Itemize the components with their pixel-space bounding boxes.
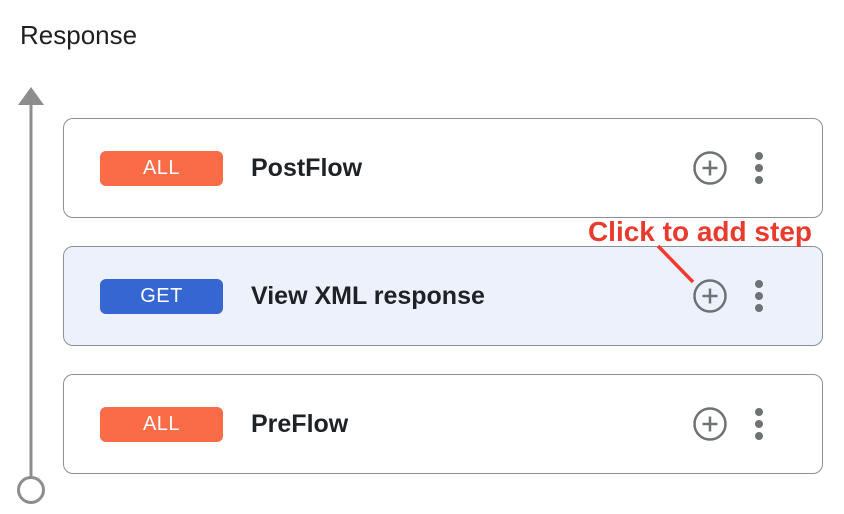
flow-card-label: PreFlow: [251, 409, 349, 438]
flow-menu-button[interactable]: [744, 274, 774, 318]
arrow-head-icon: [18, 87, 44, 105]
response-flow-list: ALL PostFlow GET View XML response: [63, 118, 823, 502]
add-step-button[interactable]: [692, 278, 728, 314]
page-title: Response: [20, 20, 138, 50]
annotation-click-to-add-step: Click to add step: [587, 216, 812, 247]
kebab-menu-icon: [755, 280, 763, 288]
plus-circle-icon: [693, 151, 727, 185]
method-badge: ALL: [100, 150, 223, 186]
plus-circle-icon: [693, 407, 727, 441]
flow-card-view-xml-response[interactable]: GET View XML response: [63, 246, 823, 346]
flow-card-label: View XML response: [251, 281, 485, 310]
kebab-menu-icon: [755, 152, 763, 160]
flow-menu-button[interactable]: [744, 402, 774, 446]
method-badge: GET: [100, 278, 223, 314]
flow-card-label: PostFlow: [251, 153, 363, 182]
add-step-button[interactable]: [692, 150, 728, 186]
flow-direction-arrow: [17, 87, 45, 504]
add-step-button[interactable]: [692, 406, 728, 442]
flow-card-postflow[interactable]: ALL PostFlow: [63, 118, 823, 218]
flow-menu-button[interactable]: [744, 146, 774, 190]
kebab-menu-icon: [755, 408, 763, 416]
flow-start-circle-icon: [17, 476, 45, 504]
flow-card-preflow[interactable]: ALL PreFlow: [63, 374, 823, 474]
plus-circle-icon: [693, 279, 727, 313]
method-badge: ALL: [100, 406, 223, 442]
